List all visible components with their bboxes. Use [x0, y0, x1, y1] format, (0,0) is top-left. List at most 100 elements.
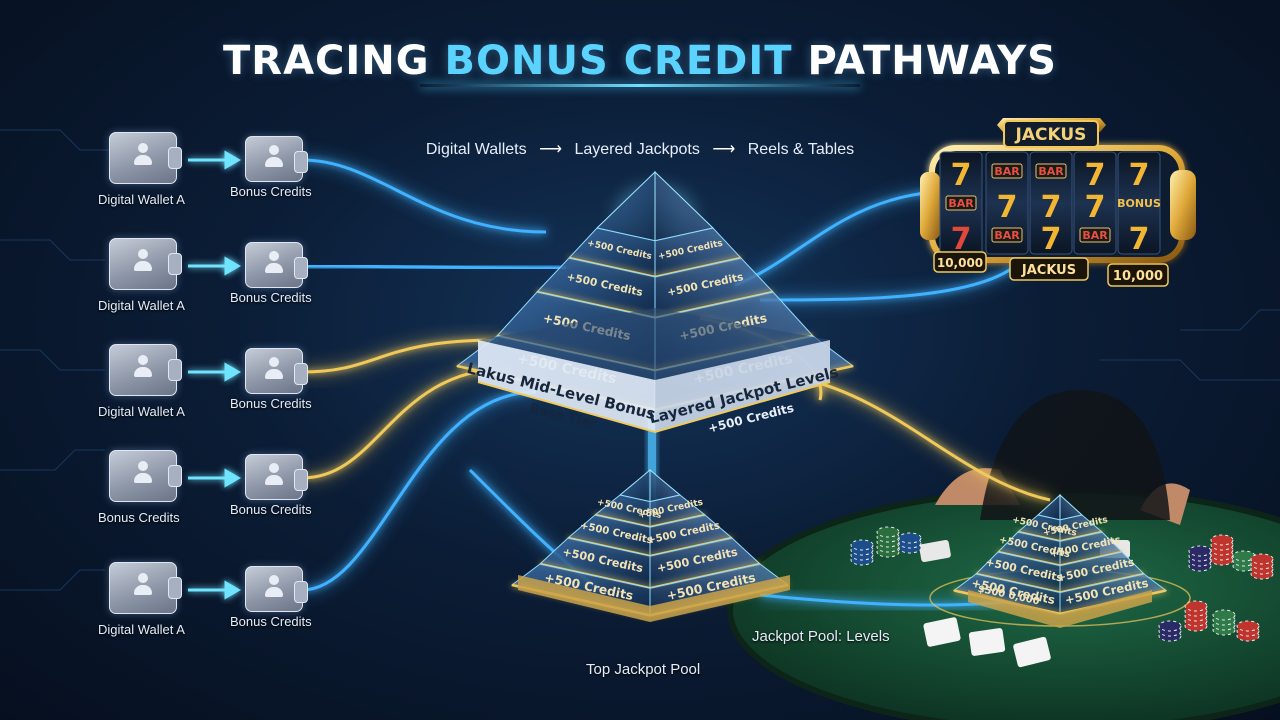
slot-lever-icon	[1170, 170, 1196, 240]
user-icon	[265, 575, 283, 605]
credit-stream	[301, 338, 499, 374]
credit-streams	[188, 150, 1052, 611]
title-part-2: PATHWAYS	[792, 38, 1057, 84]
poker-chip	[1250, 553, 1274, 565]
wallet-clasp	[294, 151, 308, 173]
flow-arrow-icon	[188, 468, 241, 488]
flow-arrow-icon	[188, 580, 241, 600]
bonus-credit-card-icon	[245, 136, 308, 182]
user-icon	[265, 463, 283, 493]
bonus-credit-card-icon	[245, 454, 308, 500]
wallet-clasp	[294, 469, 308, 491]
flow-arrow-icon	[188, 150, 241, 170]
seven-symbol: 7	[1129, 158, 1150, 193]
dealer-silhouette	[980, 390, 1170, 520]
wallet-label: Digital Wallet A	[98, 298, 185, 313]
poker-chip	[1210, 534, 1234, 546]
title-part-1: TRACING	[223, 38, 445, 84]
wallet-label: Digital Wallet A	[98, 404, 185, 419]
pyramid-gold-rim	[477, 381, 831, 434]
bonus-credits-label: Bonus Credits	[230, 502, 312, 517]
wallet-clasp	[294, 363, 308, 385]
credit-stream	[301, 390, 537, 592]
credit-stream	[301, 366, 513, 480]
poker-chip	[1158, 620, 1182, 632]
bar-symbol-icon	[991, 163, 1023, 179]
poker-chip	[850, 539, 874, 551]
bar-symbol-label: BAR	[994, 165, 1020, 178]
table-caption: Jackpot Pool: Levels	[752, 628, 890, 645]
bar-symbol-icon	[1035, 163, 1067, 179]
wallet-clasp	[168, 465, 182, 487]
user-icon	[134, 355, 152, 385]
title-accent: BONUS CREDIT	[444, 38, 793, 84]
user-icon	[265, 357, 283, 387]
wallet-clasp	[168, 253, 182, 275]
wallet-label: Digital Wallet A	[98, 622, 185, 637]
pyramid-beam	[648, 400, 656, 520]
bonus-credits-label: Bonus Credits	[230, 396, 312, 411]
slot-reel	[1117, 151, 1161, 255]
bonus-credit-card-icon	[245, 348, 308, 394]
user-icon	[134, 573, 152, 603]
poker-chip	[1212, 609, 1236, 621]
bar-symbol-icon	[945, 195, 977, 211]
slot-bottom-brand: JACKUS	[1021, 263, 1076, 278]
lower-pyramid-caption: Top Jackpot Pool	[586, 661, 701, 678]
seven-symbol: 7	[1085, 190, 1106, 225]
poker-chips-icon	[850, 526, 1274, 642]
bar-symbol-label: BAR	[994, 229, 1020, 242]
bonus-credits-label: Bonus Credits	[230, 614, 312, 629]
casino-table	[727, 390, 1280, 720]
bonus-credit-card-icon	[245, 242, 308, 288]
poker-chip	[898, 532, 922, 544]
user-icon	[134, 143, 152, 173]
seven-symbol: 7	[1085, 158, 1106, 193]
slot-left-amount: 10,000	[937, 256, 983, 270]
credit-stream-glow	[301, 155, 547, 237]
bonus-credit-card-icon	[245, 566, 308, 612]
base-slab-top	[478, 308, 830, 380]
lower-jackpot-pyramid: +500 Credits+500 Credits+500 Credits+500…	[510, 468, 790, 622]
wallet-card-icon	[109, 450, 182, 502]
wallet-clasp	[294, 581, 308, 603]
table-pyramid-base	[968, 590, 1152, 628]
seven-symbol: 7	[951, 158, 972, 193]
bar-symbol-label: BAR	[1082, 229, 1108, 242]
credit-stream	[759, 260, 1022, 302]
bar-symbol-label: BAR	[948, 197, 974, 210]
slot-brand: JACKUS	[1015, 125, 1087, 145]
bonus-credits-label: Bonus Credits	[230, 290, 312, 305]
wallet-card-icon	[109, 562, 182, 614]
wallet-clasp	[294, 257, 308, 279]
credit-stream	[301, 158, 547, 234]
credit-stream	[799, 376, 1051, 502]
bar-symbol-label: BAR	[1038, 165, 1064, 178]
wallet-label: Digital Wallet A	[98, 192, 185, 207]
slot-right-amount: 10,000	[1113, 269, 1163, 284]
bonus-credits-label: Bonus Credits	[230, 184, 312, 199]
flow-arrow-icon: ⟶	[712, 141, 736, 158]
table-jackpot-pyramid: +500 Credits+500 Credits+500 Credits+500…	[929, 493, 1191, 628]
base-slab-left	[478, 340, 655, 432]
flow-arrow-icon: ⟶	[539, 141, 562, 158]
wallet-clasp	[168, 359, 182, 381]
circuit-lines	[0, 129, 1280, 591]
credit-stream-glow	[301, 387, 537, 595]
poker-chip	[876, 526, 900, 538]
poker-chip	[1236, 620, 1260, 632]
flow-arrow-icon	[188, 256, 241, 276]
page-title: TRACING BONUS CREDIT PATHWAYS	[0, 38, 1280, 84]
seven-symbol: 7	[951, 222, 972, 257]
flow-step-jackpots: Layered Jackpots	[574, 141, 700, 158]
flow-step-reels: Reels & Tables	[747, 141, 855, 158]
user-icon	[134, 249, 152, 279]
seven-symbol: 7	[1129, 222, 1150, 257]
wallet-card-icon	[109, 344, 182, 396]
base-slab-right	[655, 340, 830, 432]
lower-pyramid-base	[518, 575, 790, 622]
wallet-card-icon	[109, 132, 182, 184]
